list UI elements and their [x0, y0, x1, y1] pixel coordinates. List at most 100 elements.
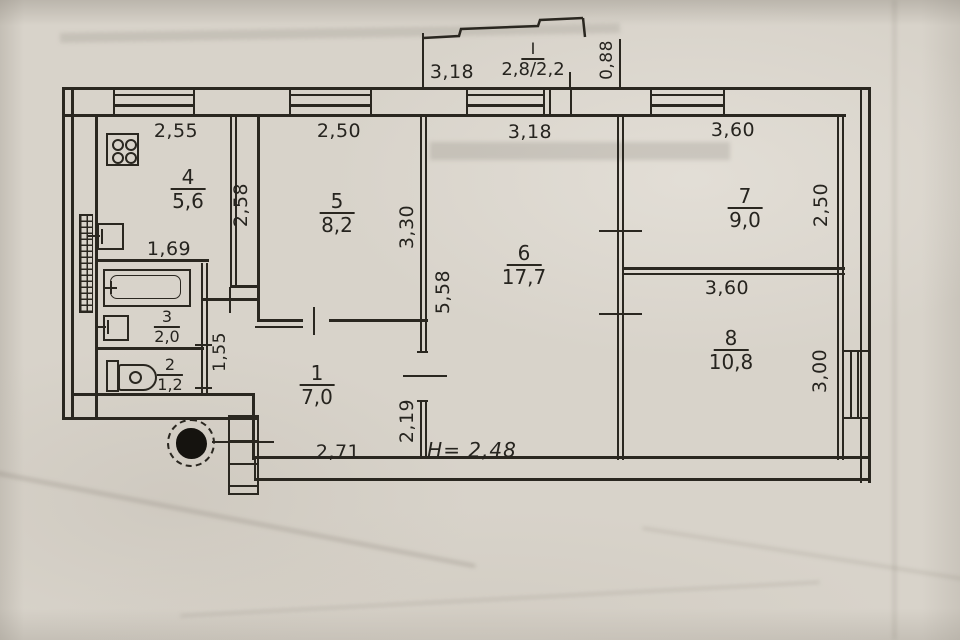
dim-wc-depth: 1,55	[210, 332, 230, 372]
wall-line	[842, 114, 844, 460]
wall-line	[212, 441, 274, 443]
balcony-label: I 2,8/2,2	[501, 40, 564, 79]
room-number: 8	[713, 327, 749, 351]
wall-line	[230, 114, 232, 287]
room-label-2: 2 1,2	[156, 356, 184, 393]
wall-line	[622, 114, 624, 460]
wall-line	[71, 87, 74, 420]
door-mark	[417, 351, 428, 353]
wall-line	[254, 456, 256, 481]
window	[468, 94, 543, 96]
window	[723, 87, 725, 117]
room-area: 5,6	[172, 189, 204, 213]
dim-room5-depth: 3,30	[396, 204, 418, 250]
dim-room5-width: 2,50	[316, 120, 362, 142]
kitchen-sink-icon	[97, 223, 124, 250]
door-mark	[195, 344, 212, 346]
wall-line	[201, 263, 203, 395]
window	[466, 87, 468, 117]
wall-line	[420, 114, 422, 352]
dim-room7-width: 3,60	[710, 119, 756, 141]
window	[844, 350, 869, 352]
window	[850, 350, 852, 419]
room-number: 5	[319, 190, 355, 214]
window	[291, 94, 370, 96]
door-mark	[549, 87, 551, 117]
wall-line	[624, 267, 845, 270]
dim-room4-inner: 1,69	[146, 238, 192, 260]
door-mark	[403, 375, 447, 377]
window	[115, 104, 193, 107]
dim-balcony-width: 3,18	[429, 61, 475, 83]
room-number: 4	[170, 166, 206, 190]
room-label-1: 1 7,0	[299, 362, 335, 409]
room-label-4: 4 5,6	[170, 166, 206, 213]
window	[650, 87, 652, 117]
ceiling-height-note: H= 2,48	[427, 438, 517, 462]
balcony-number: I	[521, 40, 545, 60]
door-mark	[229, 287, 231, 313]
dim-balcony-depth: 0,88	[597, 40, 617, 80]
window	[291, 104, 370, 107]
room-area: 7,0	[301, 385, 333, 409]
wall-line	[425, 114, 427, 352]
window	[289, 87, 291, 117]
room-label-6: 6 17,7	[502, 242, 547, 288]
room-area: 17,7	[501, 265, 547, 289]
dim-room8-depth: 3,00	[809, 348, 831, 394]
wall-line	[62, 114, 846, 117]
paper-crease	[642, 527, 960, 595]
room-label-8: 8 10,8	[709, 327, 754, 373]
window	[468, 104, 543, 107]
wall-line	[860, 87, 862, 483]
door-mark	[599, 230, 642, 232]
window	[193, 87, 195, 117]
door-mark	[417, 400, 428, 402]
paper-crease	[180, 581, 820, 617]
stove-icon	[106, 133, 139, 166]
dim-room7-depth: 2,50	[810, 182, 832, 228]
washbasin-tap-icon	[95, 326, 106, 328]
wall-line	[617, 114, 619, 460]
door-mark	[313, 307, 315, 335]
washbasin-tap-icon	[107, 320, 109, 334]
window	[857, 350, 859, 419]
door-mark	[195, 387, 212, 389]
door-mark	[599, 313, 642, 315]
wall-line	[206, 263, 208, 395]
room-number: 3	[153, 308, 181, 328]
sink-tap-icon	[101, 229, 103, 244]
room-number: 7	[727, 185, 763, 209]
window	[115, 94, 193, 96]
dim-room8-width: 3,60	[704, 277, 750, 299]
wall-line	[230, 285, 260, 288]
window	[844, 417, 869, 419]
wall-line	[95, 114, 98, 420]
paper-crease	[430, 142, 730, 160]
balcony-area: 2,8/2,2	[501, 58, 565, 80]
dim-room4-depth: 2,58	[230, 182, 252, 228]
room-number: 1	[299, 362, 335, 386]
dim-room4-width: 2,55	[153, 120, 199, 142]
wall-line	[624, 273, 845, 275]
balcony-railing	[422, 16, 587, 40]
dim-hall-width: 2,71	[315, 441, 361, 463]
wall-line	[619, 39, 621, 88]
door-mark	[570, 87, 572, 117]
room-number: 6	[506, 242, 542, 266]
window	[543, 87, 545, 117]
room-label-3: 3 2,0	[153, 308, 181, 346]
wall-line	[425, 402, 427, 459]
toilet-icon	[129, 371, 142, 384]
room-area: 2,0	[154, 326, 180, 346]
wall-line	[255, 326, 303, 328]
wall-line	[868, 87, 871, 483]
room-area: 10,8	[708, 350, 754, 374]
wall-line	[96, 347, 204, 350]
wall-line	[329, 319, 428, 322]
dim-room6-width: 3,18	[507, 121, 553, 143]
toilet-icon	[118, 364, 157, 391]
bathtub-icon	[103, 269, 191, 307]
dim-hall-depth: 2,19	[396, 398, 418, 444]
